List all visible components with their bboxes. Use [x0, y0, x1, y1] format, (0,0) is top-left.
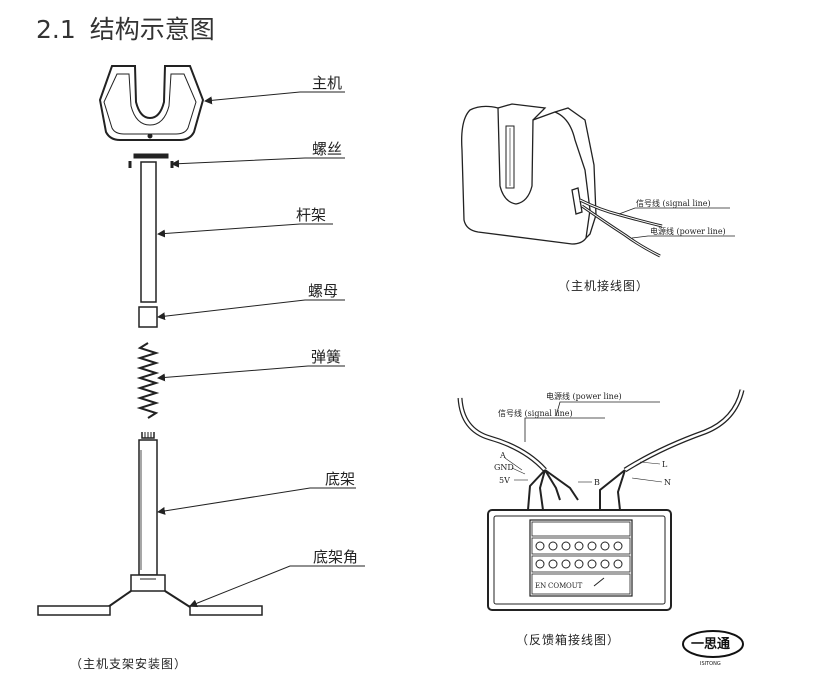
part-label-spring: 弹簧 [311, 348, 341, 366]
host-unit-3d-drawing [461, 103, 597, 245]
screw-drawing [128, 153, 174, 168]
feedback-box-cables [457, 389, 745, 511]
terminal-label-com: COM [548, 582, 566, 590]
base-foot-drawing [37, 574, 263, 616]
logo-name: 一思通 [691, 636, 730, 652]
host-signal-line-label: 信号线 (signal line) [636, 198, 711, 208]
host-cables [579, 198, 735, 258]
wire-label-n: N [664, 478, 671, 487]
wire-label-gnd: GND [494, 463, 514, 472]
section-number: 2.1 [36, 15, 76, 44]
base-frame-drawing [138, 432, 158, 576]
terminal-label-out: OUT [566, 582, 583, 590]
main-unit-drawing [98, 65, 205, 141]
logo: 一思通 ISITONG [682, 630, 744, 667]
terminal-screws [535, 541, 623, 569]
box-power-line-label: 电源线 (power line) [546, 391, 622, 401]
part-label-base-corner: 底架角 [313, 548, 358, 566]
wire-label-a: A [499, 451, 506, 460]
nut-drawing [138, 306, 158, 328]
wire-label-l: L [662, 460, 668, 469]
spring-drawing [136, 342, 160, 419]
caption-stand: （主机支架安装图） [70, 656, 187, 671]
section-title: 结构示意图 [89, 15, 215, 44]
part-label-base: 底架 [325, 470, 355, 488]
leader-lines [157, 91, 365, 608]
box-signal-line-label: 信号线 (signal line) [498, 408, 573, 418]
wire-label-5v: 5V [499, 476, 510, 485]
rod-drawing [140, 161, 157, 303]
terminal-block [531, 521, 631, 595]
caption-box-wiring: （反馈箱接线图） [516, 632, 620, 647]
part-label-host: 主机 [312, 74, 342, 92]
part-label-nut: 螺母 [308, 282, 338, 300]
terminal-label-en: EN [535, 582, 546, 590]
part-label-rod: 杆架 [296, 206, 326, 224]
host-power-line-label: 电源线 (power line) [650, 226, 726, 236]
part-label-screw: 螺丝 [312, 140, 342, 158]
logo-subtitle: ISITONG [700, 661, 721, 667]
section-heading: 2.1 结构示意图 [36, 10, 215, 46]
wire-label-b: B [594, 478, 600, 487]
caption-host-wiring: （主机接线图） [558, 278, 649, 293]
feedback-box-drawing [487, 509, 672, 611]
